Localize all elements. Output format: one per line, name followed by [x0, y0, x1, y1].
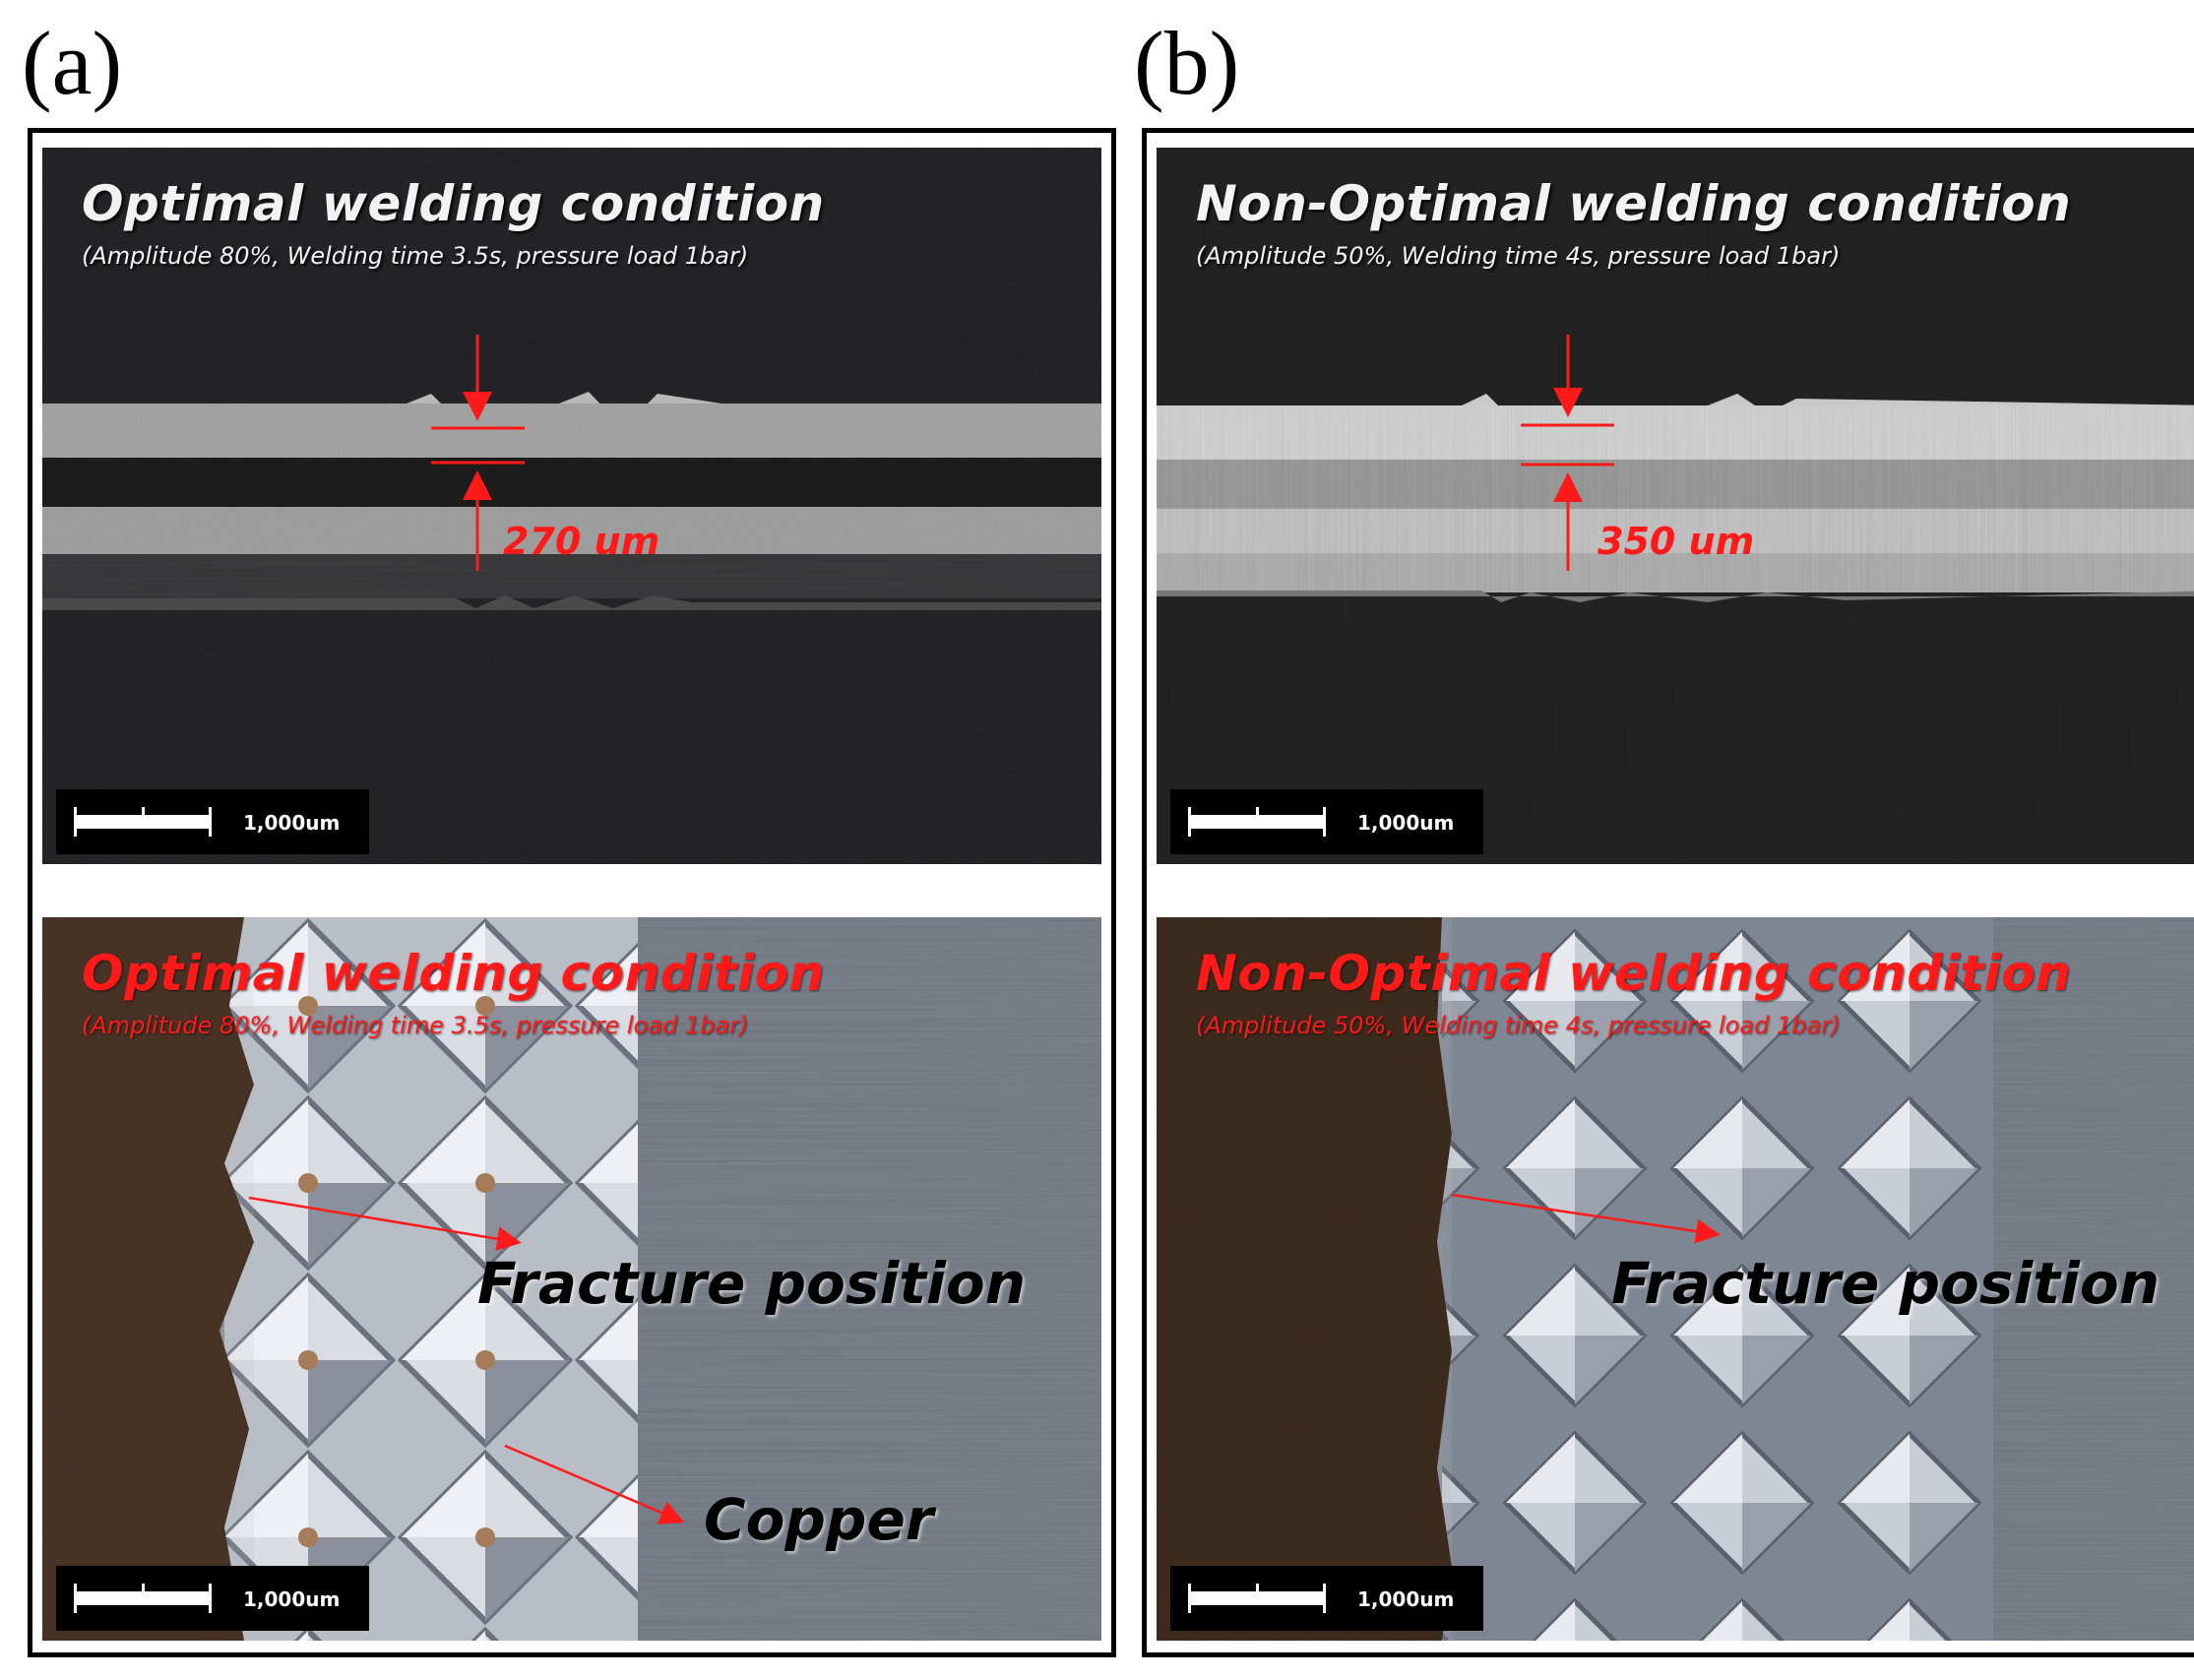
cross-section-micrograph: [42, 148, 1101, 864]
panel-a-letter: (a): [22, 13, 123, 113]
panel-a-cross-section-image: Optimal welding condition (Amplitude 80%…: [42, 148, 1101, 864]
panel-b-letter: (b): [1134, 13, 1240, 113]
fracture-surface-micrograph: [42, 917, 1101, 1641]
panel-b-fracture-image: Non-Optimal welding condition (Amplitude…: [1157, 917, 2194, 1641]
cross-section-micrograph: [1157, 148, 2194, 864]
panel-b-cross-section-image: Non-Optimal welding condition (Amplitude…: [1157, 148, 2194, 864]
panel-a-fracture-image: Optimal welding condition (Amplitude 80%…: [42, 917, 1101, 1641]
panel-a-frame: Optimal welding condition (Amplitude 80%…: [28, 128, 1116, 1657]
fracture-surface-micrograph: [1157, 917, 2194, 1641]
panel-b-frame: Non-Optimal welding condition (Amplitude…: [1142, 128, 2194, 1657]
